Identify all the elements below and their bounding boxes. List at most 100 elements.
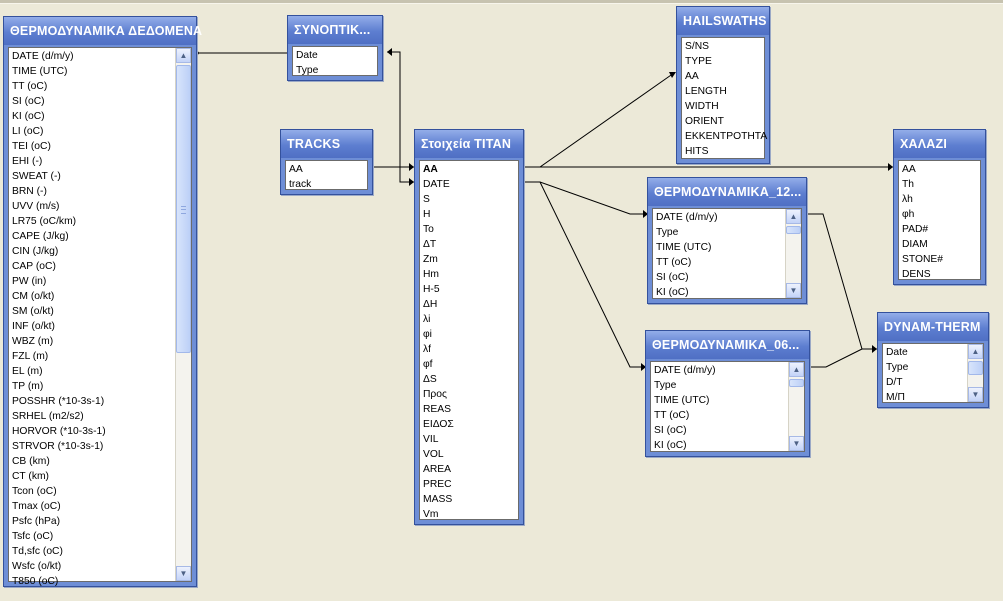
field-item[interactable]: CB (km) bbox=[12, 456, 50, 467]
field-item[interactable]: ΕΚΚΕΝΤΡΟΤΗΤΑ bbox=[685, 131, 768, 142]
scroll-down-icon[interactable]: ▼ bbox=[176, 566, 191, 581]
field-item[interactable]: FZL (m) bbox=[12, 351, 49, 362]
field-item[interactable]: Μ/Π bbox=[886, 392, 905, 403]
field-item[interactable]: SI (oC) bbox=[654, 425, 687, 436]
field-item[interactable]: VIL bbox=[423, 434, 439, 445]
field-item[interactable]: CIN (J/kg) bbox=[12, 246, 59, 257]
table-title[interactable]: TRACKS bbox=[281, 130, 372, 158]
table-title[interactable]: ΘΕΡΜΟΔΥΝΑΜΙΚΑ_12... bbox=[648, 178, 806, 206]
field-item[interactable]: φi bbox=[423, 329, 432, 340]
field-item[interactable]: ΔS bbox=[423, 374, 437, 385]
field-item[interactable]: PW (in) bbox=[12, 276, 47, 287]
field-item[interactable]: Tcon (oC) bbox=[12, 486, 57, 497]
field-item[interactable]: λi bbox=[423, 314, 431, 325]
field-item[interactable]: SM (o/kt) bbox=[12, 306, 54, 317]
field-item[interactable]: DENS bbox=[902, 269, 931, 280]
scroll-down-icon[interactable]: ▼ bbox=[786, 283, 801, 298]
field-item[interactable]: Vm bbox=[423, 509, 439, 520]
scroll-up-icon[interactable]: ▲ bbox=[789, 362, 804, 377]
scroll-up-icon[interactable]: ▲ bbox=[968, 344, 983, 359]
field-item[interactable]: TT (oC) bbox=[12, 81, 48, 92]
field-item[interactable]: TT (oC) bbox=[654, 410, 690, 421]
field-item[interactable]: DATE bbox=[423, 179, 450, 190]
field-item[interactable]: Psfc (hPa) bbox=[12, 516, 61, 527]
field-item[interactable]: AA bbox=[902, 164, 916, 175]
field-item[interactable]: DATE (d/m/y) bbox=[654, 365, 716, 376]
field-item[interactable]: Zm bbox=[423, 254, 438, 265]
field-item[interactable]: S bbox=[423, 194, 430, 205]
field-item[interactable]: PAD# bbox=[902, 224, 929, 235]
field-item[interactable]: SI (oC) bbox=[12, 96, 45, 107]
field-item[interactable]: DATE (d/m/y) bbox=[12, 51, 74, 62]
field-item[interactable]: Th bbox=[902, 179, 915, 190]
field-item[interactable]: Hm bbox=[423, 269, 440, 280]
table-title[interactable]: DYNAM-THERM bbox=[878, 313, 988, 341]
field-item[interactable]: λf bbox=[423, 344, 432, 355]
field-item[interactable]: Tsfc (oC) bbox=[12, 531, 54, 542]
field-item[interactable]: UVV (m/s) bbox=[12, 201, 60, 212]
field-item[interactable]: CAPE (J/kg) bbox=[12, 231, 69, 242]
field-item[interactable]: ΕΙΔΟΣ bbox=[423, 419, 454, 430]
field-item[interactable]: HITS bbox=[685, 146, 709, 157]
scroll-thumb[interactable] bbox=[968, 361, 983, 375]
field-item[interactable]: EHI (-) bbox=[12, 156, 43, 167]
field-item[interactable]: HORVOR (*10-3s-1) bbox=[12, 426, 106, 437]
field-item[interactable]: Type bbox=[886, 362, 909, 373]
field-item[interactable]: REAS bbox=[423, 404, 452, 415]
scroll-up-icon[interactable]: ▲ bbox=[176, 48, 191, 63]
table-thermo[interactable]: ΘΕΡΜΟΔΥΝΑΜΙΚΑ ΔΕΔΟΜΕΝΑ DATE (d/m/y)TIME … bbox=[3, 16, 202, 587]
field-item[interactable]: Type bbox=[656, 227, 679, 238]
field-item[interactable]: AA bbox=[685, 71, 699, 82]
field-item[interactable]: H-5 bbox=[423, 284, 440, 295]
field-item[interactable]: T850 (oC) bbox=[12, 576, 59, 587]
field-item[interactable]: KI (oC) bbox=[12, 111, 45, 122]
field-item[interactable]: KI (oC) bbox=[654, 440, 687, 451]
field-item[interactable]: Date bbox=[296, 50, 318, 61]
scroll-thumb[interactable] bbox=[176, 65, 191, 353]
field-item[interactable]: LI (oC) bbox=[12, 126, 44, 137]
field-item[interactable]: AA bbox=[289, 164, 303, 175]
field-item[interactable]: CAP (oC) bbox=[12, 261, 56, 272]
field-item[interactable]: Date bbox=[886, 347, 908, 358]
field-item[interactable]: TIME (UTC) bbox=[656, 242, 712, 253]
field-item[interactable]: ΔT bbox=[423, 239, 437, 250]
scrollbar[interactable]: ▲ ▼ bbox=[788, 362, 804, 451]
field-item[interactable]: SI (oC) bbox=[656, 272, 689, 283]
table-title[interactable]: ΣΥΝΟΠΤΙΚ... bbox=[288, 16, 382, 44]
field-item[interactable]: TIME (UTC) bbox=[654, 395, 710, 406]
field-item[interactable]: TEI (oC) bbox=[12, 141, 51, 152]
field-item[interactable]: LENGTH bbox=[685, 86, 727, 97]
field-item[interactable]: Προς bbox=[423, 389, 447, 400]
field-item[interactable]: LR75 (oC/km) bbox=[12, 216, 77, 227]
field-item[interactable]: AREA bbox=[423, 464, 452, 475]
field-item[interactable]: TIME (UTC) bbox=[12, 66, 68, 77]
field-item[interactable]: Type bbox=[296, 65, 319, 76]
field-item[interactable]: DATE (d/m/y) bbox=[656, 212, 718, 223]
field-item[interactable]: To bbox=[423, 224, 434, 235]
scroll-thumb[interactable] bbox=[789, 379, 804, 387]
field-item[interactable]: CM (o/kt) bbox=[12, 291, 55, 302]
field-item[interactable]: Type bbox=[654, 380, 677, 391]
field-item[interactable]: TYPE bbox=[685, 56, 712, 67]
field-item[interactable]: DIAM bbox=[902, 239, 928, 250]
field-item[interactable]: INF (o/kt) bbox=[12, 321, 55, 332]
field-item[interactable]: KI (oC) bbox=[656, 287, 689, 298]
scroll-down-icon[interactable]: ▼ bbox=[968, 387, 983, 402]
field-item[interactable]: CT (km) bbox=[12, 471, 49, 482]
scrollbar[interactable]: ▲ ▼ bbox=[785, 209, 801, 298]
field-item[interactable]: VOL bbox=[423, 449, 444, 460]
field-item[interactable]: H bbox=[423, 209, 431, 220]
field-item[interactable]: S/NS bbox=[685, 41, 710, 52]
field-item[interactable]: STONE# bbox=[902, 254, 944, 265]
